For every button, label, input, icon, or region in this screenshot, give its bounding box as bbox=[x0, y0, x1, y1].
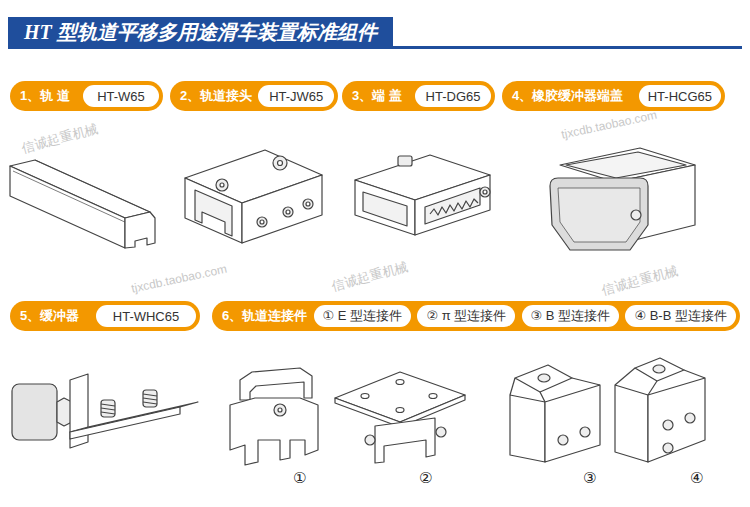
category-pill: 4、橡胶缓冲器端盖 HT-HCG65 bbox=[502, 81, 725, 111]
buffer-end-cap-drawing bbox=[550, 148, 695, 250]
node-text: ④ B-B 型连接件 bbox=[634, 307, 727, 325]
e-type-connector-drawing bbox=[230, 368, 318, 465]
node-text: HT-HCG65 bbox=[648, 89, 712, 104]
callout-number: ④ bbox=[690, 469, 703, 487]
watermark: 信诚起重机械 bbox=[330, 258, 410, 296]
pi-type-connector-drawing bbox=[335, 372, 465, 463]
track-drawing bbox=[10, 160, 155, 248]
category-pill: 6、轨道连接件 ① E 型连接件 ② π 型连接件 ③ B 型连接件 ④ B-B 型连接… bbox=[212, 301, 740, 331]
category-pill: 2、轨道接头 HT-JW65 bbox=[170, 81, 338, 111]
model-code-box: HT-HCG65 bbox=[639, 85, 721, 107]
bb-type-connector-drawing bbox=[615, 358, 705, 462]
category-pill: 5、缓冲器 HT-WHC65 bbox=[10, 301, 200, 331]
category-pill: 3、端 盖 HT-DG65 bbox=[342, 81, 495, 111]
callout-number: ② bbox=[419, 469, 432, 487]
title-banner: HT 型轨道平移多用途滑车装置标准组件 bbox=[8, 17, 393, 48]
model-code-box: HT-WHC65 bbox=[96, 305, 196, 327]
model-code-box: ② π 型连接件 bbox=[417, 305, 515, 327]
node-text: 2、轨道接头 bbox=[180, 87, 252, 105]
watermark: tjxcdb.taobao.com bbox=[560, 108, 658, 142]
node-text: ② π 型连接件 bbox=[426, 307, 506, 325]
node-text: HT-W65 bbox=[97, 89, 145, 104]
node-text: ③ B 型连接件 bbox=[531, 307, 611, 325]
node-text: HT-JW65 bbox=[269, 89, 323, 104]
node-text: 3、端 盖 bbox=[352, 87, 402, 105]
model-code-box: ③ B 型连接件 bbox=[522, 305, 620, 327]
model-code-box: HT-JW65 bbox=[258, 85, 334, 107]
watermark: 信诚起重机械 bbox=[600, 262, 680, 300]
node-text: ① E 型连接件 bbox=[323, 307, 403, 325]
rail-joint-drawing bbox=[185, 150, 322, 243]
category-pill: 1、轨 道 HT-W65 bbox=[10, 81, 163, 111]
model-code-box: ④ B-B 型连接件 bbox=[625, 305, 736, 327]
end-cap-drawing bbox=[355, 155, 490, 235]
b-type-connector-drawing bbox=[510, 365, 600, 462]
watermark: tjxcdb.taobao.com bbox=[130, 262, 228, 296]
model-code-box: ① E 型连接件 bbox=[314, 305, 412, 327]
node-text: HT-DG65 bbox=[426, 89, 481, 104]
node-text: 5、缓冲器 bbox=[20, 307, 79, 325]
model-code-box: HT-DG65 bbox=[415, 85, 491, 107]
node-text: 4、橡胶缓冲器端盖 bbox=[512, 87, 623, 105]
callout-number: ③ bbox=[583, 469, 596, 487]
node-text: 6、轨道连接件 bbox=[222, 307, 307, 325]
watermark: 信诚起重机械 bbox=[20, 120, 100, 158]
model-code-box: HT-W65 bbox=[83, 85, 159, 107]
buffer-drawing bbox=[12, 374, 198, 448]
node-text: HT-WHC65 bbox=[113, 309, 179, 324]
callout-number: ① bbox=[293, 469, 306, 487]
node-text: 1、轨 道 bbox=[20, 87, 70, 105]
